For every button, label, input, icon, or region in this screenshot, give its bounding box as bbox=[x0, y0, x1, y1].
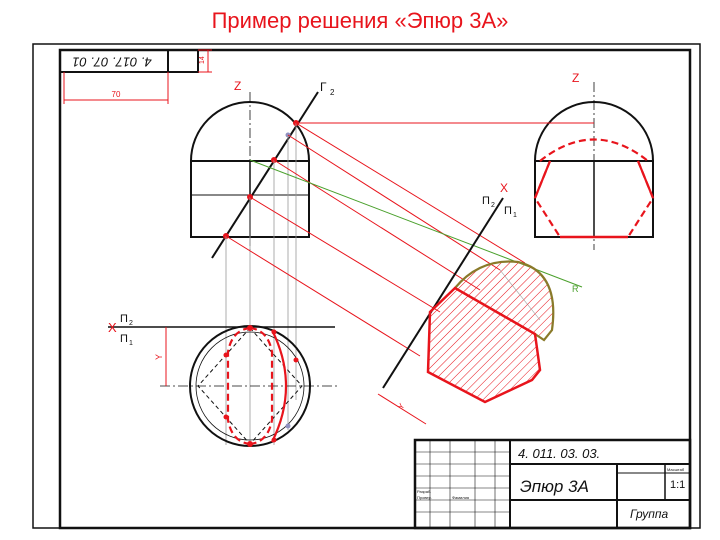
label-y-new: Y bbox=[396, 401, 407, 411]
title-block-name: Эпюр 3А bbox=[520, 477, 589, 496]
slide-title: Пример решения «Эпюр 3А» bbox=[0, 8, 720, 34]
title-block-prov: Провер. bbox=[417, 495, 432, 500]
label-z-front: Z bbox=[234, 79, 241, 93]
top-stamp: 4. 017. 07. 01 70 14 bbox=[59, 49, 212, 104]
title-block-code: 4. 011. 03. 03. bbox=[518, 446, 600, 461]
slide-title-suffix: » bbox=[496, 8, 509, 33]
label-r: R bbox=[572, 284, 579, 294]
label-z-side: Z bbox=[572, 71, 579, 85]
top-view: X П 2 П 1 Y bbox=[108, 313, 340, 447]
label-x-new: X bbox=[500, 181, 508, 195]
new-axis-x1 bbox=[382, 197, 504, 389]
title-block-masshtab: Масштаб bbox=[667, 467, 685, 472]
dim-14: 14 bbox=[199, 56, 206, 64]
label-y-left: Y bbox=[154, 354, 164, 360]
title-block-group: Группа bbox=[630, 507, 668, 521]
cutting-plane-gamma bbox=[211, 91, 319, 259]
dim-70: 70 bbox=[112, 90, 121, 99]
slide-title-prefix: Пример решения « bbox=[211, 8, 407, 33]
title-block-student: Фамилия bbox=[452, 495, 469, 500]
auxiliary-view: X П 2 П 1 Y bbox=[377, 181, 555, 425]
label-gamma-sub: 2 bbox=[330, 88, 335, 97]
front-view: Z Г 2 bbox=[189, 79, 335, 259]
label-p2-sub: 2 bbox=[129, 320, 133, 327]
label-p2: П bbox=[120, 313, 128, 325]
label-p1-new: П bbox=[504, 205, 512, 217]
sheet-inner-frame bbox=[58, 48, 692, 530]
label-p1-new-sub: 1 bbox=[513, 212, 517, 219]
title-block: 4. 011. 03. 03. Эпюр 3А Масштаб 1:1 Груп… bbox=[413, 438, 692, 530]
title-block-scale: 1:1 bbox=[670, 479, 685, 491]
label-p1: П bbox=[120, 333, 128, 345]
title-block-razrab: Разраб. bbox=[417, 489, 431, 494]
label-p2-new-sub: 2 bbox=[491, 202, 495, 209]
slide-title-accent: Эпюр 3А bbox=[406, 8, 497, 33]
projection-links-vertical bbox=[225, 123, 297, 445]
label-gamma: Г bbox=[320, 80, 327, 94]
label-p1-sub: 1 bbox=[129, 340, 133, 347]
top-stamp-code: 4. 017. 07. 01 bbox=[72, 55, 152, 70]
label-p2-new: П bbox=[482, 195, 490, 207]
label-x: X bbox=[108, 320, 117, 335]
side-view: Z bbox=[533, 71, 655, 250]
